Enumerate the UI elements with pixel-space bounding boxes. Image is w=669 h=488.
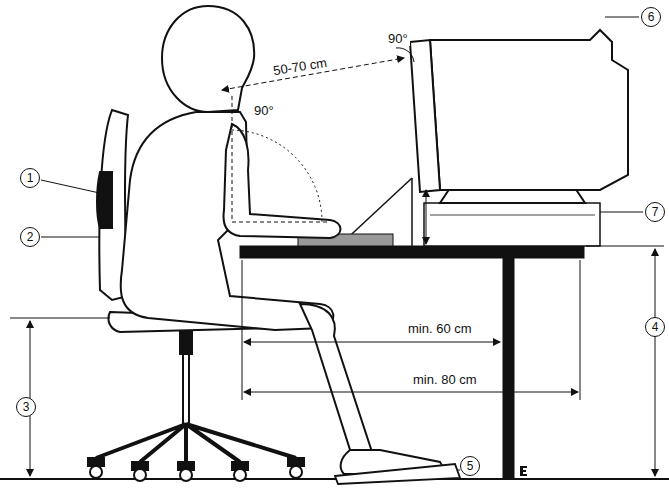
chair xyxy=(134,469,146,481)
chair xyxy=(97,172,112,228)
callout-number: 4 xyxy=(645,317,665,337)
maker-mark xyxy=(520,474,527,476)
angle-label: 90° xyxy=(386,31,410,46)
dimension-label: min. 60 cm xyxy=(406,321,474,336)
dimension-lines xyxy=(10,318,110,319)
monitor xyxy=(430,30,628,190)
dimension-lines xyxy=(426,190,427,244)
chair xyxy=(290,466,302,478)
angle-guides xyxy=(232,130,322,222)
dimension-lines xyxy=(244,392,578,393)
chair xyxy=(180,332,192,354)
leader-lines xyxy=(41,17,643,470)
callout-number: 1 xyxy=(20,168,40,188)
callout-number: 7 xyxy=(645,202,665,222)
leader-lines xyxy=(600,212,643,213)
chair xyxy=(288,458,304,466)
dimension-lines xyxy=(580,260,581,400)
monitor xyxy=(430,40,440,190)
dimension-label: min. 80 cm xyxy=(411,372,479,387)
monitor xyxy=(410,30,628,203)
maker-mark xyxy=(520,466,527,468)
chair xyxy=(180,469,192,481)
leader-lines xyxy=(605,17,639,18)
floor xyxy=(0,478,669,479)
computer-case xyxy=(424,203,600,246)
seated-person xyxy=(224,124,341,238)
seated-person xyxy=(300,304,372,456)
leader-lines xyxy=(41,237,100,238)
callout-number: 3 xyxy=(16,397,36,417)
monitor xyxy=(410,40,440,192)
computer-case xyxy=(424,203,600,246)
chair xyxy=(183,354,189,424)
dimension-lines xyxy=(10,190,664,476)
chair xyxy=(88,458,104,466)
seated-person xyxy=(162,6,254,112)
document-holder xyxy=(411,178,413,246)
chair xyxy=(234,469,246,481)
desk xyxy=(240,246,584,479)
computer-case xyxy=(430,215,595,216)
dimension-label: 50-70 cm xyxy=(270,55,330,79)
angle-guides xyxy=(232,48,414,222)
chair xyxy=(96,424,296,462)
dimension-lines xyxy=(655,249,656,476)
chair xyxy=(88,458,304,470)
desk xyxy=(240,246,584,258)
dimension-lines xyxy=(244,342,500,343)
chair xyxy=(90,466,302,481)
angle-label: 90° xyxy=(252,103,276,118)
dimension-lines xyxy=(242,260,243,400)
seated-person xyxy=(121,6,443,474)
maker-mark xyxy=(520,470,526,472)
desk xyxy=(503,258,514,479)
angle-guides xyxy=(232,222,330,223)
callout-number: 5 xyxy=(460,456,480,476)
dimension-lines xyxy=(586,246,664,247)
callout-number: 2 xyxy=(20,227,40,247)
footrest xyxy=(335,464,460,484)
callout-number: 6 xyxy=(641,7,661,27)
angle-guides xyxy=(396,48,414,62)
chair xyxy=(90,466,102,478)
maker-mark xyxy=(520,466,527,476)
angle-guides xyxy=(232,96,233,222)
footrest xyxy=(335,464,460,484)
leader-lines xyxy=(41,180,104,194)
floor xyxy=(0,478,669,480)
